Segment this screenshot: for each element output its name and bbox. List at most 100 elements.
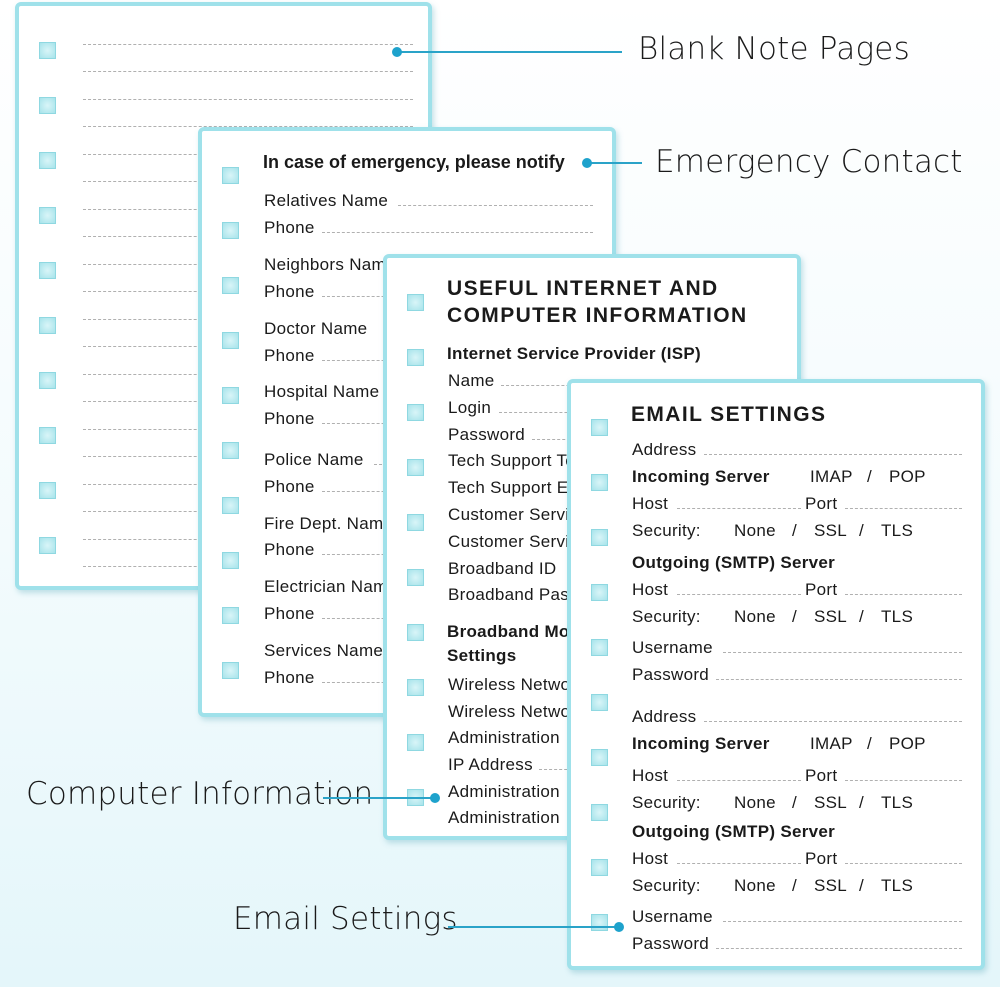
checkbox (222, 277, 239, 294)
slash: / (792, 521, 797, 540)
checkbox (222, 607, 239, 624)
callout-dot (614, 922, 624, 932)
fill-line (845, 780, 962, 781)
slash: / (859, 793, 864, 812)
checkbox (407, 624, 424, 641)
phone-label: Phone (264, 282, 315, 301)
password-label: Password (448, 425, 526, 444)
phone-label: Phone (264, 477, 315, 496)
checkbox (407, 459, 424, 476)
checkbox (591, 419, 608, 436)
callout-line (397, 51, 622, 53)
administration-label: Administration (448, 782, 560, 801)
note-line (83, 99, 413, 100)
port-label: Port (805, 494, 838, 513)
customer-service-label: Customer Servi (448, 505, 570, 524)
callout-dot (582, 158, 592, 168)
port-label: Port (805, 849, 838, 868)
checkbox (407, 349, 424, 366)
host-label: Host (632, 849, 669, 868)
slash: / (792, 876, 797, 895)
broadband-password-label: Broadband Pas (448, 585, 570, 604)
fill-line (322, 232, 593, 233)
checkbox (591, 474, 608, 491)
security-none: None (734, 876, 776, 895)
doctor-name-label: Doctor Name (264, 319, 368, 338)
checkbox (39, 427, 56, 444)
checkbox (407, 294, 424, 311)
pop-option: POP (889, 734, 926, 753)
relatives-name-label: Relatives Name (264, 191, 389, 210)
fill-line (716, 679, 962, 680)
host-label: Host (632, 494, 669, 513)
hospital-name-label: Hospital Name (264, 382, 380, 401)
tech-support-label: Tech Support E (448, 478, 569, 497)
neighbors-name-label: Neighbors Name (264, 255, 396, 274)
checkbox (39, 97, 56, 114)
checkbox (591, 914, 608, 931)
ip-address-label: IP Address (448, 755, 533, 774)
fill-line (845, 594, 962, 595)
wireless-network-label: Wireless Netwo (448, 675, 571, 694)
slash: / (859, 876, 864, 895)
security-tls: TLS (881, 793, 914, 812)
fill-line (677, 508, 801, 509)
security-ssl: SSL (814, 793, 848, 812)
fill-line (716, 948, 962, 949)
administration-label: Administration (448, 808, 560, 827)
callout-line (323, 797, 434, 799)
checkbox (407, 734, 424, 751)
checkbox (222, 167, 239, 184)
outgoing-server-label: Outgoing (SMTP) Server (632, 553, 836, 572)
password-label: Password (632, 934, 710, 953)
incoming-server-label: Incoming Server (632, 467, 770, 486)
modem-heading-settings: Settings (447, 646, 517, 665)
security-ssl: SSL (814, 607, 848, 626)
checkbox (222, 662, 239, 679)
port-label: Port (805, 580, 838, 599)
callout-dot (430, 793, 440, 803)
checkbox (39, 42, 56, 59)
phone-label: Phone (264, 409, 315, 428)
isp-heading: Internet Service Provider (ISP) (447, 344, 701, 363)
fill-line (704, 454, 962, 455)
callout-line (448, 926, 619, 928)
security-none: None (734, 793, 776, 812)
slash: / (792, 793, 797, 812)
checkbox (591, 529, 608, 546)
fire-dept-name-label: Fire Dept. Name (264, 514, 394, 533)
note-line (83, 44, 413, 45)
security-ssl: SSL (814, 521, 848, 540)
security-tls: TLS (881, 876, 914, 895)
email-settings-page: EMAIL SETTINGS Address Incoming Server I… (567, 379, 985, 970)
tech-support-label: Tech Support Te (448, 451, 576, 470)
checkbox (222, 222, 239, 239)
checkbox (39, 262, 56, 279)
phone-label: Phone (264, 540, 315, 559)
security-none: None (734, 521, 776, 540)
fill-line (723, 921, 962, 922)
name-label: Name (448, 371, 495, 390)
email-heading: EMAIL SETTINGS (631, 403, 827, 426)
internet-heading-line1: USEFUL INTERNET AND (447, 277, 719, 300)
customer-service-label: Customer Servi (448, 532, 570, 551)
note-line (83, 126, 413, 127)
checkbox (39, 537, 56, 554)
checkbox (39, 207, 56, 224)
imap-option: IMAP (810, 467, 853, 486)
fill-line (677, 863, 801, 864)
checkbox (222, 332, 239, 349)
wireless-network-label: Wireless Netwo (448, 702, 571, 721)
host-label: Host (632, 580, 669, 599)
outgoing-server-label: Outgoing (SMTP) Server (632, 822, 836, 841)
slash: / (859, 607, 864, 626)
checkbox (591, 584, 608, 601)
pop-option: POP (889, 467, 926, 486)
password-label: Password (632, 665, 710, 684)
emergency-heading: In case of emergency, please notify (263, 152, 565, 172)
port-label: Port (805, 766, 838, 785)
fill-line (704, 721, 962, 722)
security-label: Security: (632, 521, 701, 540)
checkbox (222, 497, 239, 514)
fill-line (845, 508, 962, 509)
